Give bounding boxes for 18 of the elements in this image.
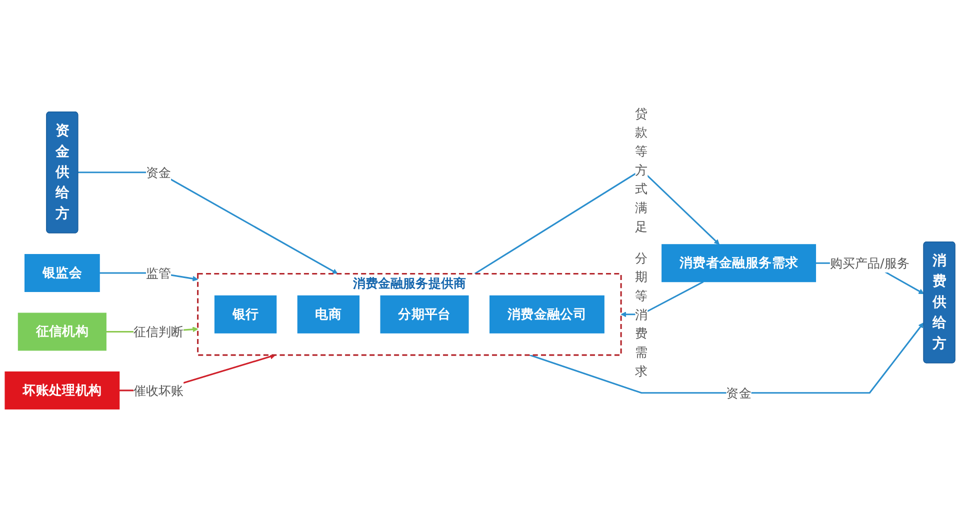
arrow xyxy=(78,172,338,274)
node-box: 银行 xyxy=(214,295,277,334)
edge-label: 征信判断 xyxy=(133,324,184,340)
edge-label: 资金 xyxy=(146,164,172,180)
node-box: 消费金融公司 xyxy=(490,295,604,334)
node-box: 征信机构 xyxy=(18,312,106,351)
edge-label: 催收坏账 xyxy=(133,382,184,398)
node-box: 银监会 xyxy=(24,254,100,292)
node-box: 分期平台 xyxy=(380,295,469,334)
edge-label: 监管 xyxy=(146,265,172,280)
edge-label: 分期等消费需求 xyxy=(635,250,648,378)
node-box: 坏账处理机构 xyxy=(4,371,120,410)
edge-label: 资金 xyxy=(726,385,752,400)
edge-label: 购买产品/服务 xyxy=(830,256,910,271)
edge-label: 贷款等方式满足 xyxy=(635,106,648,234)
node-box: 消费者金融服务需求 xyxy=(662,244,816,282)
arrow xyxy=(529,322,924,394)
node-box: 电商 xyxy=(297,295,360,334)
